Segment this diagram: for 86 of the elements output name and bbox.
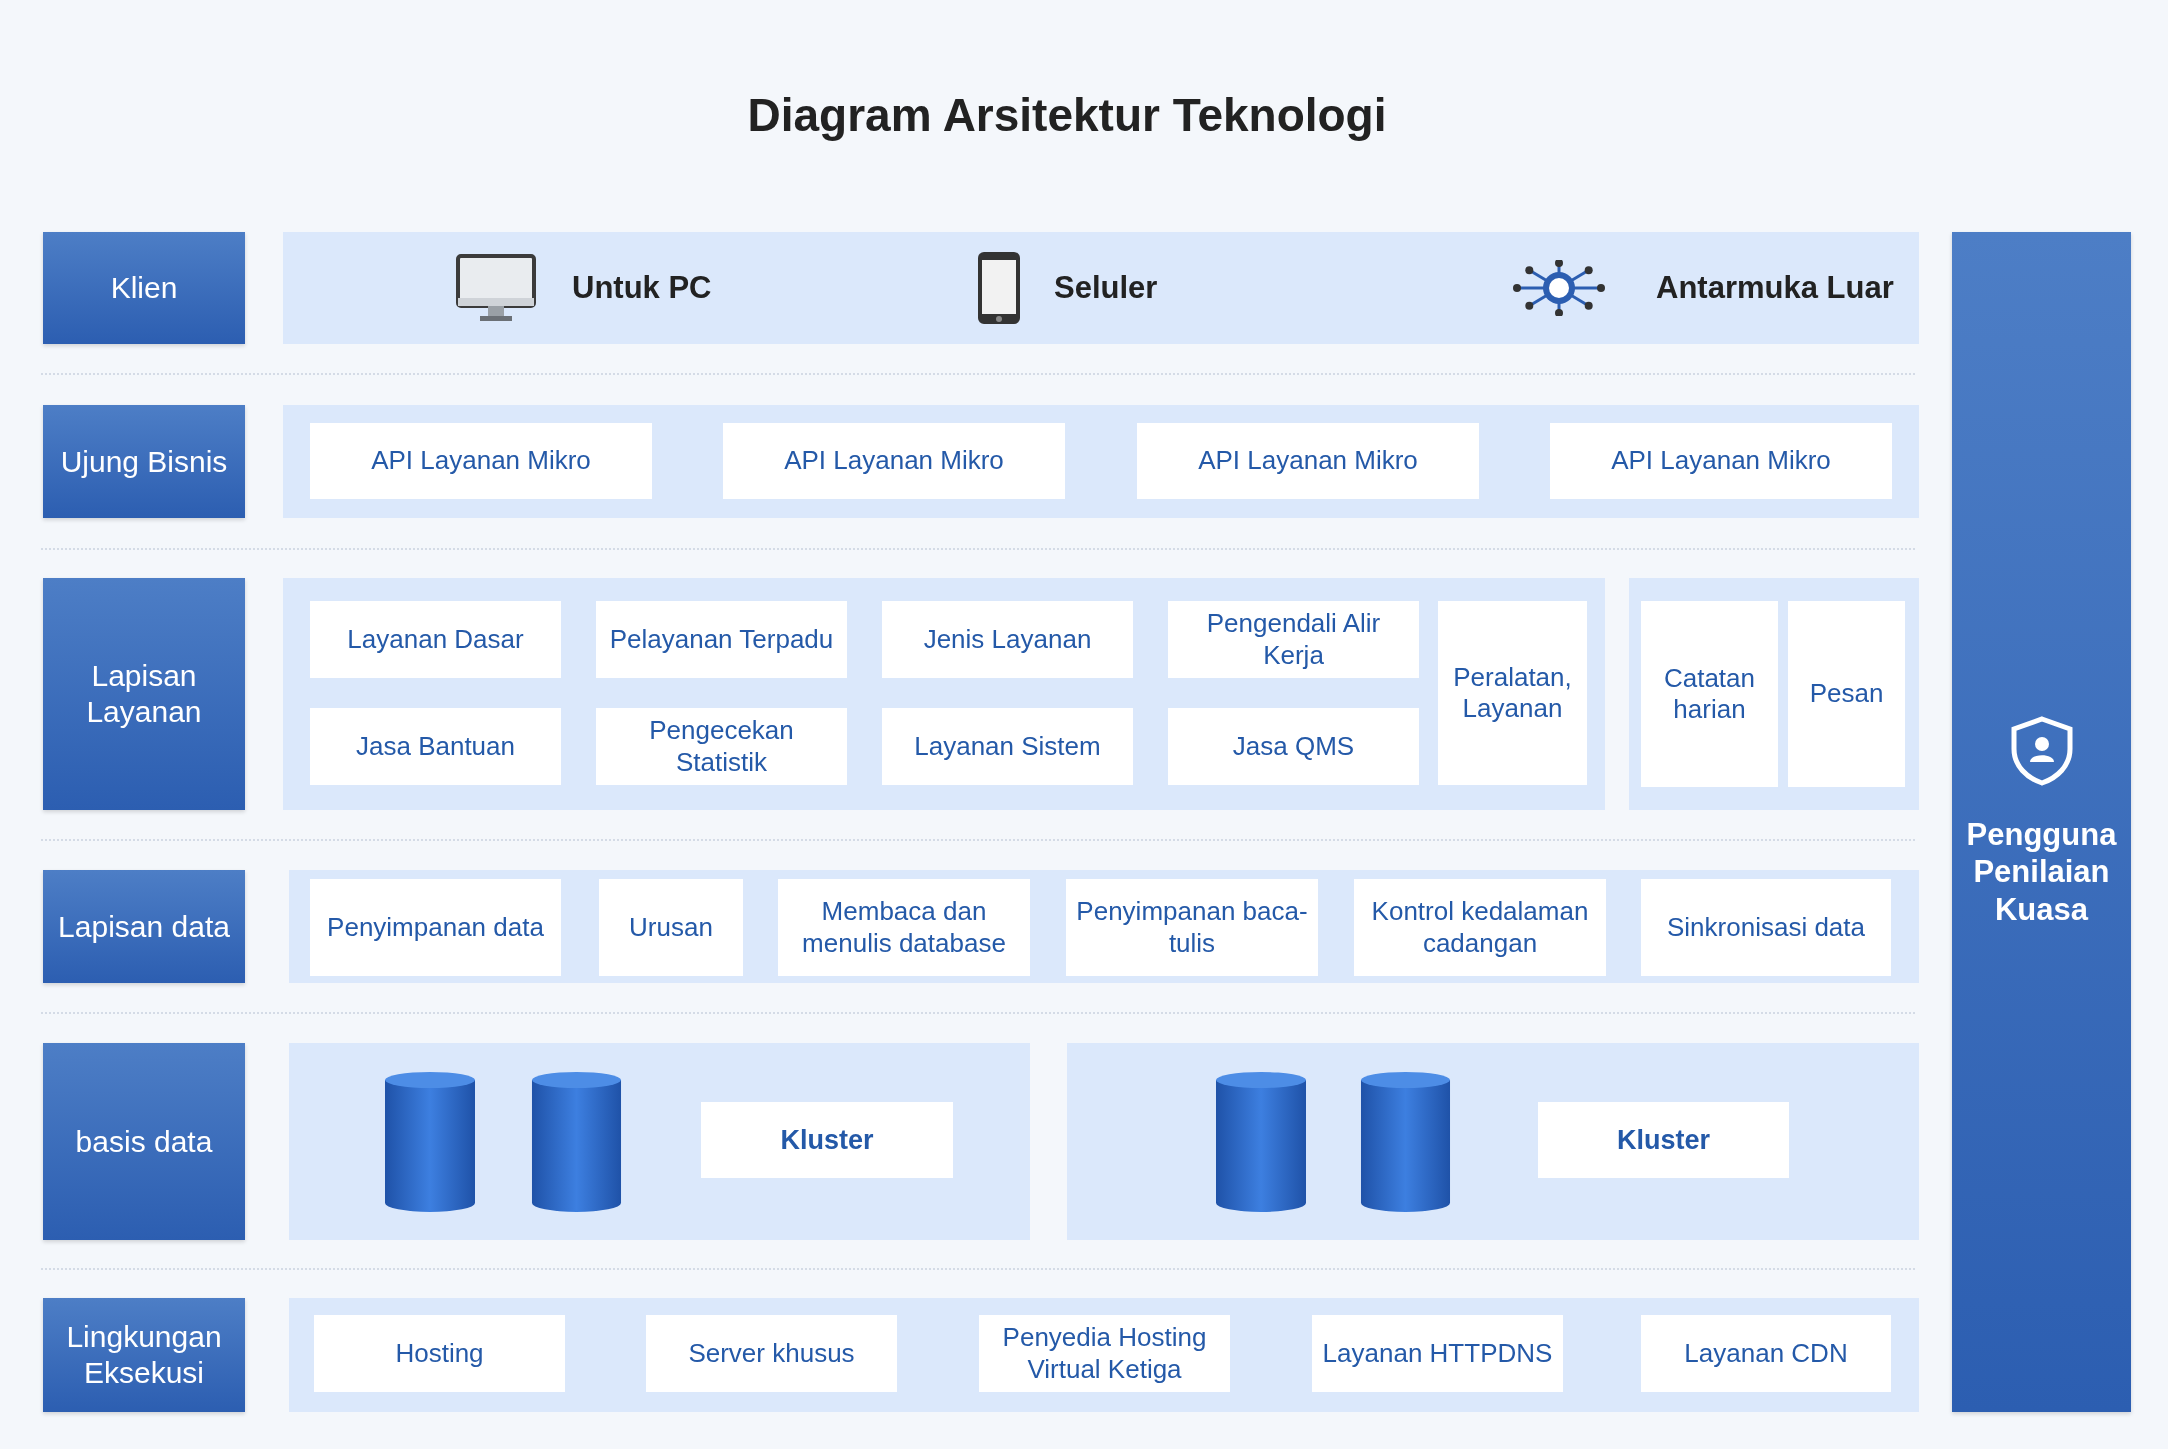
service-box: [1550, 423, 1892, 499]
service-name: Layanan Sistem: [913, 730, 1102, 763]
service-name: Urusan: [628, 911, 714, 944]
service-name: Jenis Layanan: [922, 623, 1093, 656]
service-box: [1137, 423, 1479, 499]
service-name: Pesan: [1808, 678, 1885, 710]
service-box: [1168, 708, 1419, 785]
layer-panel: [289, 1043, 1030, 1240]
layer-label: [43, 578, 245, 810]
service-name: Hosting: [394, 1337, 485, 1370]
service-name: Pengecekan Statistik: [648, 715, 795, 778]
service-name: Layanan CDN: [1683, 1337, 1849, 1370]
layer-label: [43, 1043, 245, 1240]
side-title: Pengguna Penilaian Kuasa: [1965, 816, 2118, 928]
service-box: [599, 879, 743, 976]
layer-panel: [289, 1298, 1919, 1412]
layer-name: Lapisan data: [57, 908, 231, 945]
service-name: Jasa QMS: [1231, 730, 1356, 763]
service-box: [882, 601, 1133, 678]
service-box: [1438, 601, 1587, 785]
service-name: Penyedia Hosting Virtual Ketiga: [1001, 1322, 1208, 1385]
layer-label: [43, 1298, 245, 1412]
service-box: [723, 423, 1065, 499]
service-box: [1641, 601, 1778, 787]
service-name: Pengendali Alir Kerja: [1205, 608, 1382, 671]
client-label: Untuk PC: [572, 270, 712, 306]
service-name: API Layanan Mikro: [370, 445, 592, 477]
service-name: Penyimpanan baca-tulis: [1075, 896, 1309, 959]
service-box: [596, 601, 847, 678]
service-name: Catatan harian: [1662, 662, 1757, 726]
service-name: Kluster: [779, 1123, 875, 1157]
layer-panel: [283, 232, 1919, 344]
service-box: [882, 708, 1133, 785]
layer-name: Lapisan Layanan: [85, 658, 203, 730]
client-label: Antarmuka Luar: [1656, 270, 1894, 306]
layer-name: Lingkungan Eksekusi: [65, 1319, 223, 1391]
service-name: Kluster: [1616, 1123, 1711, 1157]
layer-label: [43, 232, 245, 344]
service-box: [646, 1315, 897, 1392]
service-box: [310, 879, 561, 976]
cluster-box: [701, 1102, 953, 1178]
cluster-box: [1538, 1102, 1789, 1178]
service-box: [979, 1315, 1230, 1392]
service-name: Peralatan, Layanan: [1452, 661, 1573, 725]
service-box: [596, 708, 847, 785]
service-name: Layanan HTTPDNS: [1321, 1337, 1554, 1370]
service-name: Pelayanan Terpadu: [608, 623, 835, 656]
database-cylinder: [1359, 1070, 1452, 1213]
service-box: [314, 1315, 565, 1392]
service-name: API Layanan Mikro: [783, 445, 1005, 477]
service-box: [1788, 601, 1905, 787]
database-cylinder: [530, 1070, 623, 1213]
service-name: API Layanan Mikro: [1610, 445, 1832, 477]
service-name: Layanan Dasar: [346, 623, 525, 656]
service-box: [1641, 1315, 1891, 1392]
service-name: Membaca dan menulis database: [801, 896, 1007, 959]
service-name: Sinkronisasi data: [1666, 911, 1866, 944]
client-label: Seluler: [1054, 270, 1158, 306]
service-box: [310, 423, 652, 499]
database-cylinder: [1214, 1070, 1308, 1213]
service-box: [1168, 601, 1419, 678]
layer-label: [43, 870, 245, 983]
layer-panel: [283, 578, 1605, 810]
layer-name: Ujung Bisnis: [59, 443, 229, 480]
service-box: [778, 879, 1030, 976]
layer-panel: [289, 870, 1919, 983]
service-name: API Layanan Mikro: [1197, 445, 1419, 477]
layer-panel: [1067, 1043, 1919, 1240]
service-name: Kontrol kedalaman cadangan: [1370, 896, 1590, 959]
diagram-title: Diagram Arsitektur Teknologi: [746, 88, 1388, 142]
service-name: Penyimpanan data: [326, 911, 545, 944]
layer-name: basis data: [74, 1123, 214, 1160]
service-box: [310, 708, 561, 785]
service-name: Jasa Bantuan: [355, 730, 516, 763]
layer-panel: [283, 405, 1919, 518]
service-box: [1312, 1315, 1563, 1392]
layer-name: Klien: [109, 270, 179, 306]
service-box: [1641, 879, 1891, 976]
service-box: [1354, 879, 1606, 976]
service-name: Server khusus: [687, 1337, 856, 1370]
database-cylinder: [383, 1070, 477, 1213]
side-panel: [1952, 232, 2131, 1412]
layer-panel: [1629, 578, 1919, 810]
service-box: [310, 601, 561, 678]
layer-label: [43, 405, 245, 518]
service-box: [1066, 879, 1318, 976]
